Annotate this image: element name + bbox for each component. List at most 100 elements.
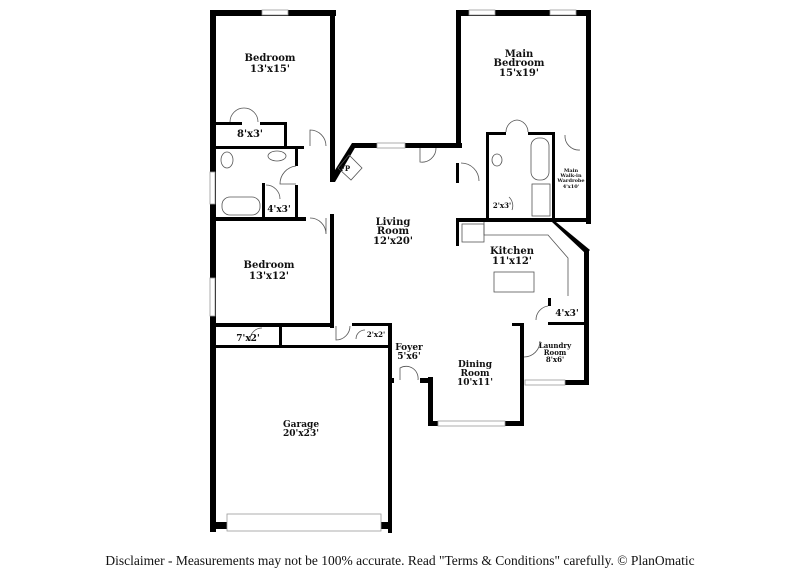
wall-garage-south	[210, 522, 228, 529]
door-icon	[535, 305, 549, 321]
main-bedroom-name-2: Bedroom	[494, 58, 545, 69]
kitchen-island-sink-icon	[493, 271, 535, 293]
wall-bath	[528, 132, 554, 135]
door-icon	[309, 217, 327, 235]
wall-east	[584, 250, 589, 385]
main-bedroom-size: 15'x19'	[499, 68, 539, 79]
wall-dining-east	[520, 323, 524, 426]
wall-dining-south	[428, 421, 438, 426]
window	[549, 9, 577, 16]
wall-laundry-south	[565, 380, 589, 385]
garage-door[interactable]	[226, 513, 382, 532]
window	[261, 9, 289, 16]
closet5-size: 2'x3'	[493, 201, 511, 210]
wall-kitchen-west	[456, 218, 459, 246]
window	[524, 379, 566, 386]
main-bedroom-name-1: Main	[505, 49, 534, 60]
laundry-size: 8'x6'	[546, 355, 564, 364]
window	[437, 420, 506, 427]
wall-foyer	[420, 378, 432, 383]
living-name-2: Room	[377, 226, 410, 237]
wall-closet	[216, 122, 242, 125]
sink-icon	[491, 153, 503, 167]
kitchen-counter	[483, 222, 569, 296]
closet-door-icon	[229, 107, 259, 123]
wardrobe-name-1: Main	[564, 168, 579, 174]
wall-bedroom-east	[330, 10, 335, 182]
dining-name-1: Dining	[458, 360, 493, 370]
closet-door-icon	[505, 119, 529, 133]
wall-living-north	[352, 143, 462, 148]
door-icon	[523, 340, 541, 358]
window	[468, 9, 496, 16]
wall-closet	[262, 183, 265, 220]
door-icon	[279, 165, 297, 185]
door-icon	[355, 329, 366, 340]
foyer-size: 5'x6'	[397, 352, 420, 362]
bedroom2-name: Bedroom	[244, 260, 295, 271]
wall-garage-top	[279, 345, 391, 348]
wall-garage-east	[388, 323, 392, 533]
wall-bath	[295, 146, 298, 166]
wall-closet	[260, 122, 287, 125]
wall-bath	[295, 185, 298, 220]
wall-dining-west	[428, 377, 433, 426]
wall-west	[210, 10, 216, 532]
wardrobe-size: 4'x10'	[563, 184, 580, 190]
door-icon	[335, 325, 351, 341]
fireplace-label: FP	[340, 164, 351, 173]
wall-pantry	[548, 298, 551, 306]
wall-main-east	[586, 10, 591, 224]
fixtures	[220, 107, 581, 381]
sink-icon	[267, 150, 287, 162]
closet2-size: 4'x3'	[267, 205, 290, 215]
wall-kitchen-north	[456, 218, 591, 222]
disclaimer-text: Disclaimer - Measurements may not be 100…	[105, 553, 695, 568]
laundry-name-1: Laundry	[539, 341, 572, 350]
fireplace-icon	[337, 154, 363, 181]
wall-garage-south	[380, 522, 392, 529]
door-icon	[249, 327, 263, 341]
window	[209, 277, 216, 317]
door-icon	[564, 134, 581, 151]
wall-kitchen-diagonal	[552, 222, 590, 254]
bedroom1-size: 13'x15'	[250, 64, 290, 75]
wall-closet	[352, 323, 392, 326]
wall-foyer	[388, 378, 394, 383]
door-icon	[265, 184, 281, 200]
door-icon	[508, 196, 514, 211]
wall-laundry	[512, 323, 524, 326]
door-icon	[309, 129, 327, 147]
wardrobe-name-3: Wardrobe	[556, 178, 584, 184]
wall-bath	[486, 132, 489, 220]
wall-bedroom2-bottom	[216, 323, 334, 327]
wall-bath-bottom	[216, 217, 306, 221]
wall-bedroom2-east	[330, 214, 334, 328]
wall-main-north	[456, 10, 591, 16]
closet4-size: 2'x2'	[367, 330, 385, 339]
pantry-size: 4'x3'	[555, 309, 578, 319]
room-labels: Bedroom 13'x15' 8'x3' 4'x3' Bedroom 13'x…	[236, 49, 584, 439]
dining-size: 10'x11'	[457, 378, 493, 388]
door-icon	[460, 162, 480, 182]
bedroom2-size: 13'x12'	[249, 271, 289, 282]
bathtub-icon	[530, 137, 550, 181]
wall-main	[456, 163, 459, 183]
wall-closet-bottom	[216, 345, 282, 348]
fridge-icon	[461, 223, 485, 243]
bedroom1-name: Bedroom	[245, 53, 296, 64]
wall-main-west	[456, 10, 461, 148]
wall-bath-top	[216, 146, 304, 149]
closet3-size: 7'x2'	[236, 334, 259, 344]
front-door-icon[interactable]	[399, 365, 419, 381]
foyer-name: Foyer	[395, 343, 423, 353]
windows	[209, 9, 577, 532]
closet1-size: 8'x3'	[237, 129, 263, 140]
living-size: 12'x20'	[373, 236, 413, 247]
walls	[210, 10, 591, 533]
wall-wardrobe	[552, 132, 555, 220]
window	[376, 142, 406, 149]
wall-closet	[284, 122, 287, 148]
